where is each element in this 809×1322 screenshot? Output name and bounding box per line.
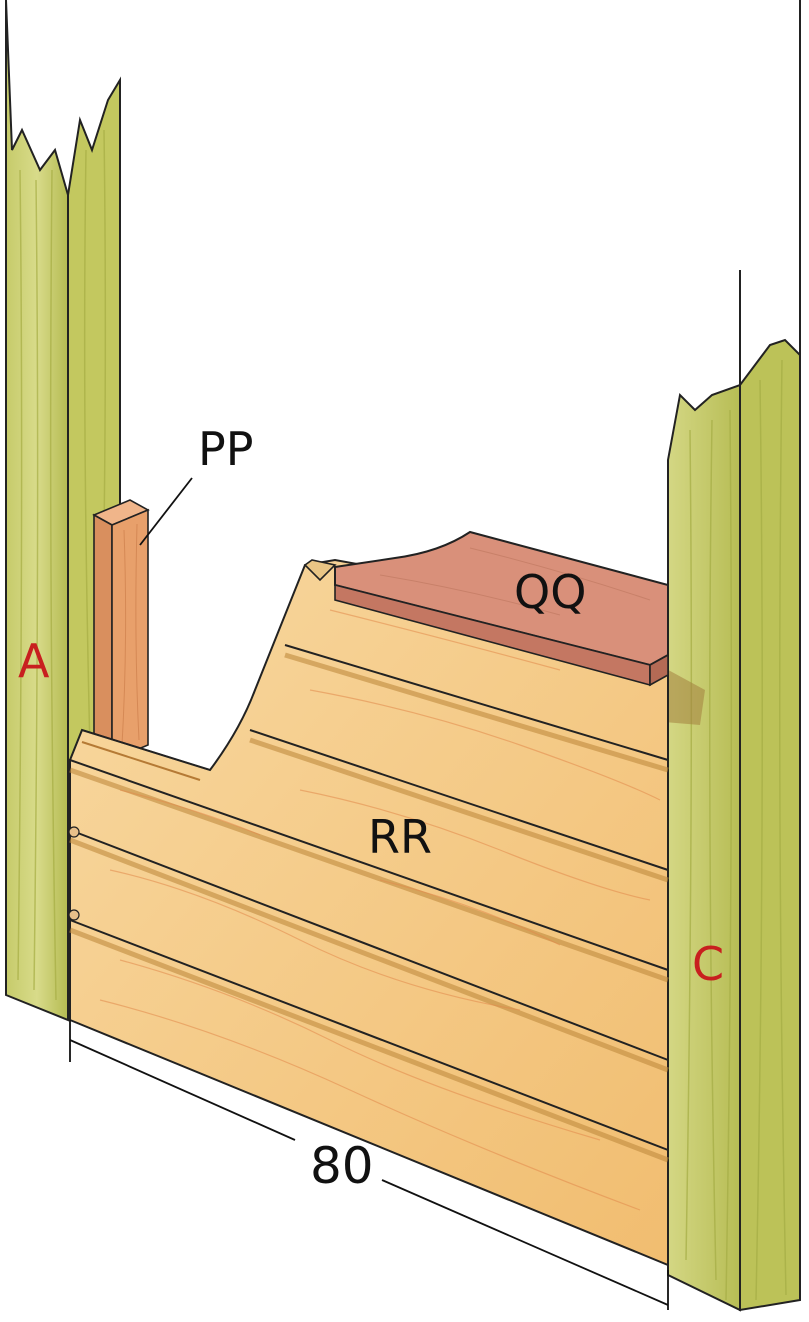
label-post-a: A [18,634,50,688]
beadboard-panel [68,558,705,1267]
width-dimension [69,1020,669,1310]
panel-grooves [69,644,669,1163]
label-width-80: 80 [310,1137,374,1195]
right-post-front [667,383,741,1312]
label-cap-qq: QQ [514,565,586,619]
right-post [667,0,801,1312]
label-stile-pp: PP [198,422,253,476]
label-panel-rr: RR [368,810,432,864]
stile-leader-line [139,477,193,546]
cap-rail [303,530,669,687]
right-post-side [739,338,801,1312]
stile-board [92,499,150,762]
label-post-c: C [692,937,724,991]
